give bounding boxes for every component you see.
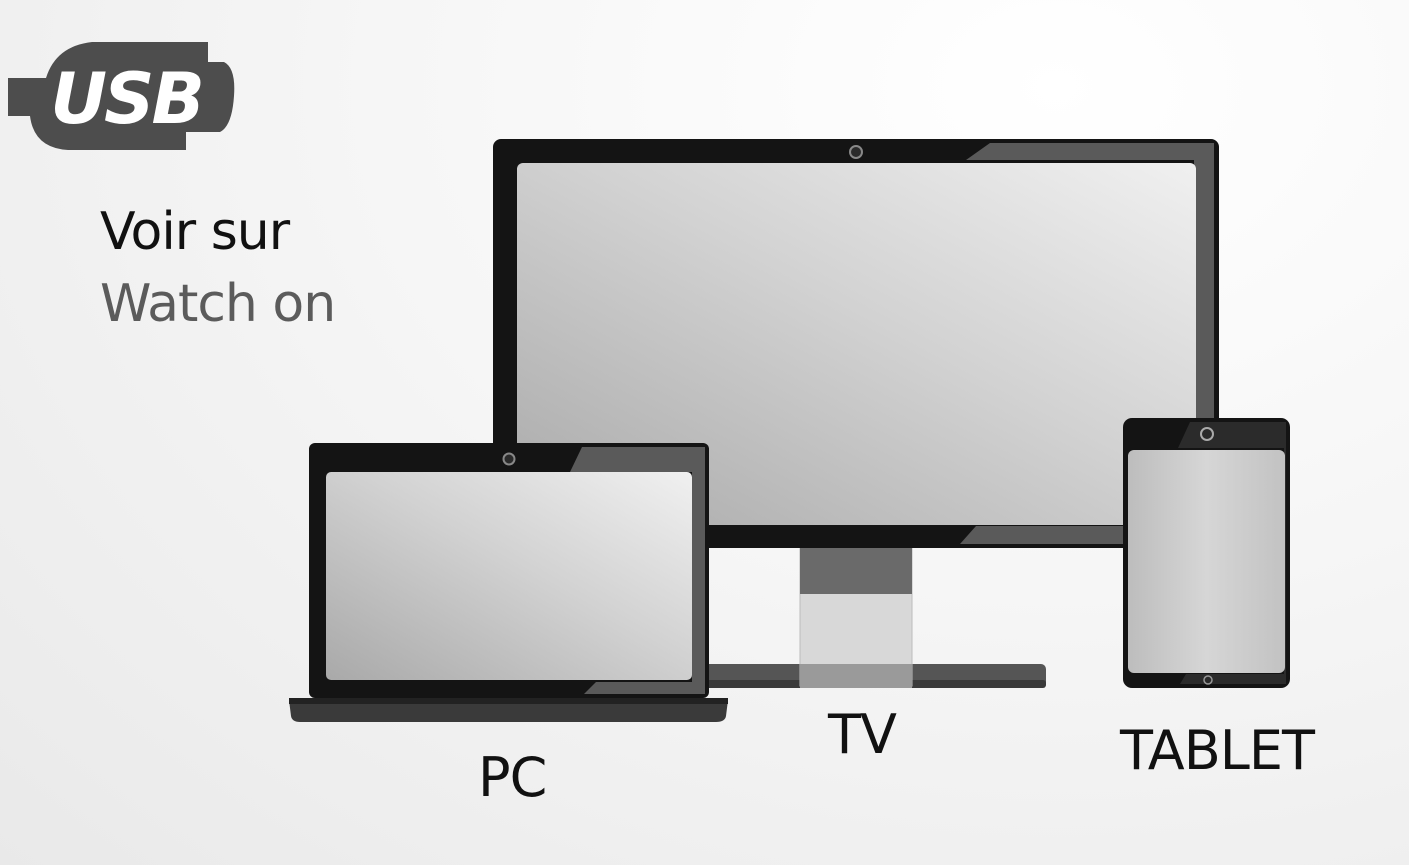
- usb-logo-text: USB: [50, 58, 202, 140]
- monitor-camera-icon: [849, 145, 863, 159]
- laptop-screen: [326, 472, 692, 680]
- laptop-icon: [289, 443, 728, 722]
- label-pc: PC: [478, 746, 547, 809]
- monitor-icon: [493, 139, 1219, 688]
- tablet-screen: [1128, 450, 1285, 673]
- tablet-home-button-icon: [1203, 675, 1213, 685]
- tablet-camera-icon: [1200, 427, 1214, 441]
- laptop-base: [289, 700, 728, 722]
- label-tablet: TABLET: [1120, 719, 1315, 782]
- laptop-camera-icon: [502, 452, 516, 466]
- monitor-screen: [517, 163, 1196, 525]
- heading-watch-on: Watch on: [100, 274, 336, 334]
- label-tv: TV: [828, 703, 897, 766]
- tablet-icon: [1123, 418, 1290, 688]
- heading-voir-sur: Voir sur: [100, 202, 290, 262]
- usb-logo-icon: USB: [8, 42, 235, 150]
